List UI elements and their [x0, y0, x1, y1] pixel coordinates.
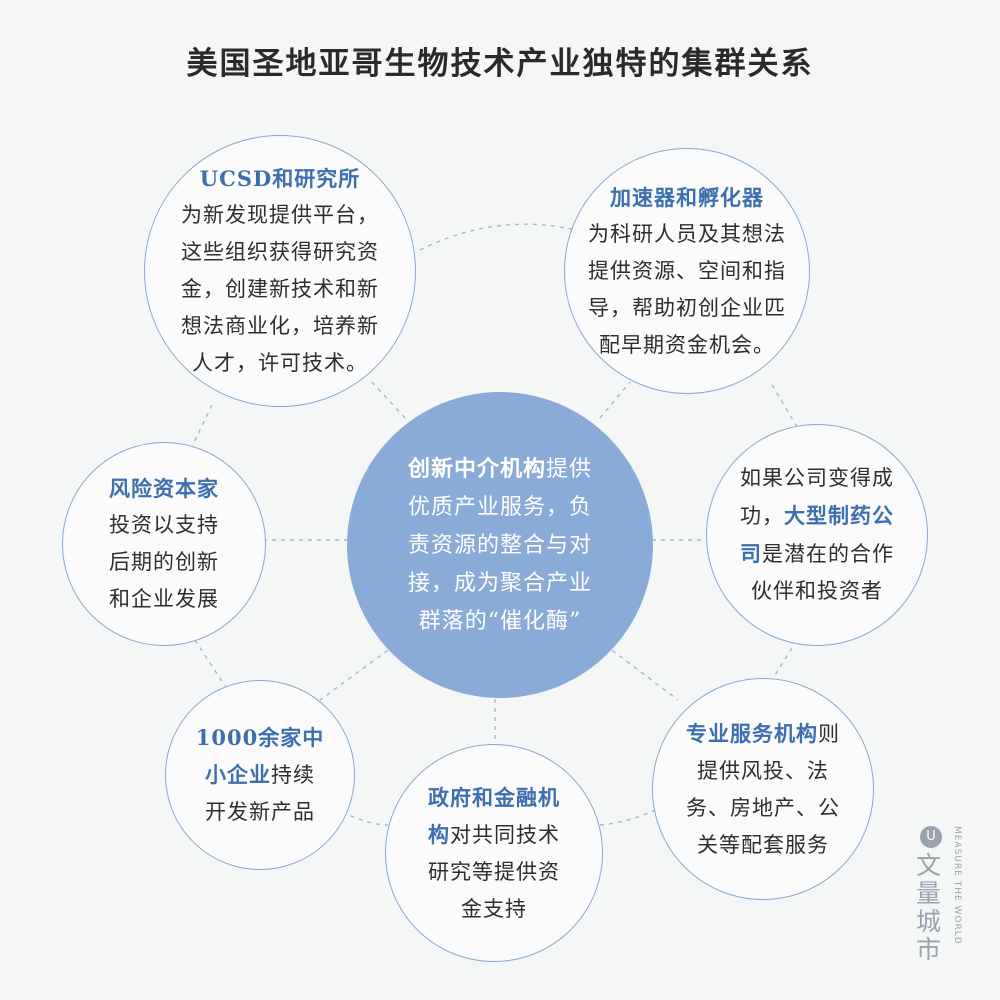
node-ucsd-heading: UCSD和研究所 — [199, 166, 361, 191]
node-center-line: 责资源的整合与对 — [407, 532, 592, 558]
node-center: 创新中介机构提供 优质产业服务，负 责资源的整合与对 接，成为聚合产业 群落的“… — [347, 392, 653, 698]
node-venture-capital: 风险资本家 投资以支持 后期的创新 和企业发展 — [62, 442, 266, 646]
brand-logo: U 文量城市 MEASURE THE WORLD — [914, 826, 964, 966]
node-vc-line: 后期的创新 — [109, 550, 219, 574]
node-ucsd-text: UCSD和研究所 为新发现提供平台， 这些组织获得研究资 金，创建新技术和新 想… — [181, 160, 379, 382]
node-ucsd-line: 金，创建新技术和新 — [181, 277, 379, 301]
node-sme-line: 开发新产品 — [204, 800, 315, 824]
node-ucsd-line: 这些组织获得研究资 — [181, 240, 379, 264]
node-vc-line: 投资以支持 — [109, 513, 219, 537]
node-pharma-line: 如果公司变得成 — [740, 466, 894, 490]
node-pharma-line: 伙伴和投资者 — [751, 579, 883, 603]
link-gov-service — [599, 809, 656, 826]
link-ucsd-accelerator — [419, 223, 585, 251]
node-pharma-highlight: 司 — [740, 541, 762, 566]
node-sme-highlight: 小企业 — [204, 762, 271, 787]
node-ucsd: UCSD和研究所 为新发现提供平台， 这些组织获得研究资 金，创建新技术和新 想… — [144, 135, 416, 407]
node-center-text: 创新中介机构提供 优质产业服务，负 责资源的整合与对 接，成为聚合产业 群落的“… — [408, 450, 592, 641]
node-professional-services: 专业服务机构则 提供风投、法 务、房地产、公 关等配套服务 — [652, 678, 874, 900]
node-pharma-text: 如果公司变得成 功，大型制药公 司是潜在的合作 伙伴和投资者 — [740, 460, 894, 610]
node-government: 政府和金融机 构对共同技术 研究等提供资 金支持 — [385, 744, 603, 962]
node-pharma: 如果公司变得成 功，大型制药公 司是潜在的合作 伙伴和投资者 — [706, 424, 928, 646]
link-vc-sme — [194, 639, 226, 687]
brand-logo-en: MEASURE THE WORLD — [952, 826, 962, 945]
link-center-ucsd — [369, 379, 406, 419]
node-gov-text: 政府和金融机 构对共同技术 研究等提供资 金支持 — [428, 779, 560, 928]
node-vc-line: 和企业发展 — [109, 587, 219, 611]
link-pharma-service — [769, 647, 793, 684]
node-center-line: 群落的“催化酶” — [418, 608, 582, 634]
node-vc-heading: 风险资本家 — [109, 476, 219, 501]
node-sme-text: 1000余家中 小企业持续 开发新产品 — [196, 719, 324, 831]
node-accelerator-heading: 加速器和孵化器 — [610, 184, 764, 210]
node-service-line: 提供风投、法 — [697, 758, 829, 783]
link-sme-gov — [341, 811, 389, 826]
node-ucsd-line: 为新发现提供平台， — [181, 203, 379, 227]
node-center-line: 接，成为聚合产业 — [407, 570, 592, 596]
node-accelerator-line: 提供资源、空间和指 — [588, 258, 786, 283]
link-center-service — [604, 644, 679, 701]
node-service-text: 专业服务机构则 提供风投、法 务、房地产、公 关等配套服务 — [686, 715, 840, 864]
link-accelerator-pharma — [771, 384, 801, 433]
node-center-line: 优质产业服务，负 — [407, 494, 592, 520]
node-pharma-line: 功， — [740, 504, 784, 528]
node-ucsd-line: 人才，许可技术。 — [192, 351, 368, 375]
link-center-accelerator — [599, 381, 631, 419]
node-service-line: 则 — [818, 721, 840, 746]
node-accelerator-text: 加速器和孵化器 为科研人员及其想法 提供资源、空间和指 导，帮助初创企业匹 配早… — [588, 179, 786, 364]
node-center-highlight: 创新中介机构 — [407, 455, 546, 482]
node-gov-highlight: 政府和金融机 — [428, 784, 560, 810]
page-title: 美国圣地亚哥生物技术产业独特的集群关系 — [186, 46, 814, 82]
node-center-line: 提供 — [546, 456, 593, 482]
node-accelerator-line: 为科研人员及其想法 — [588, 221, 786, 246]
node-ucsd-line: 想法商业化，培养新 — [181, 314, 379, 338]
node-gov-line: 对共同技术 — [450, 822, 560, 847]
node-gov-highlight: 构 — [428, 821, 450, 847]
node-pharma-line: 是潜在的合作 — [762, 542, 894, 566]
node-gov-line: 研究等提供资 — [428, 859, 560, 884]
brand-logo-icon: U — [920, 826, 942, 848]
node-sme: 1000余家中 小企业持续 开发新产品 — [165, 680, 355, 870]
link-center-sme — [319, 644, 396, 701]
node-sme-highlight: 1000余家中 — [195, 725, 325, 750]
node-accelerator: 加速器和孵化器 为科研人员及其想法 提供资源、空间和指 导，帮助初创企业匹 配早… — [564, 148, 810, 394]
node-accelerator-line: 导，帮助初创企业匹 — [588, 295, 786, 320]
brand-logo-cn: 文量城市 — [916, 851, 942, 964]
node-service-line: 务、房地产、公 — [686, 795, 840, 820]
node-vc-text: 风险资本家 投资以支持 后期的创新 和企业发展 — [109, 470, 219, 618]
node-accelerator-line: 配早期资金机会。 — [599, 332, 775, 357]
node-service-highlight: 专业服务机构 — [686, 720, 818, 746]
node-pharma-highlight: 大型制药公 — [784, 503, 894, 528]
node-gov-line: 金支持 — [461, 896, 527, 921]
node-sme-line: 持续 — [270, 763, 315, 787]
node-service-line: 关等配套服务 — [697, 832, 829, 857]
